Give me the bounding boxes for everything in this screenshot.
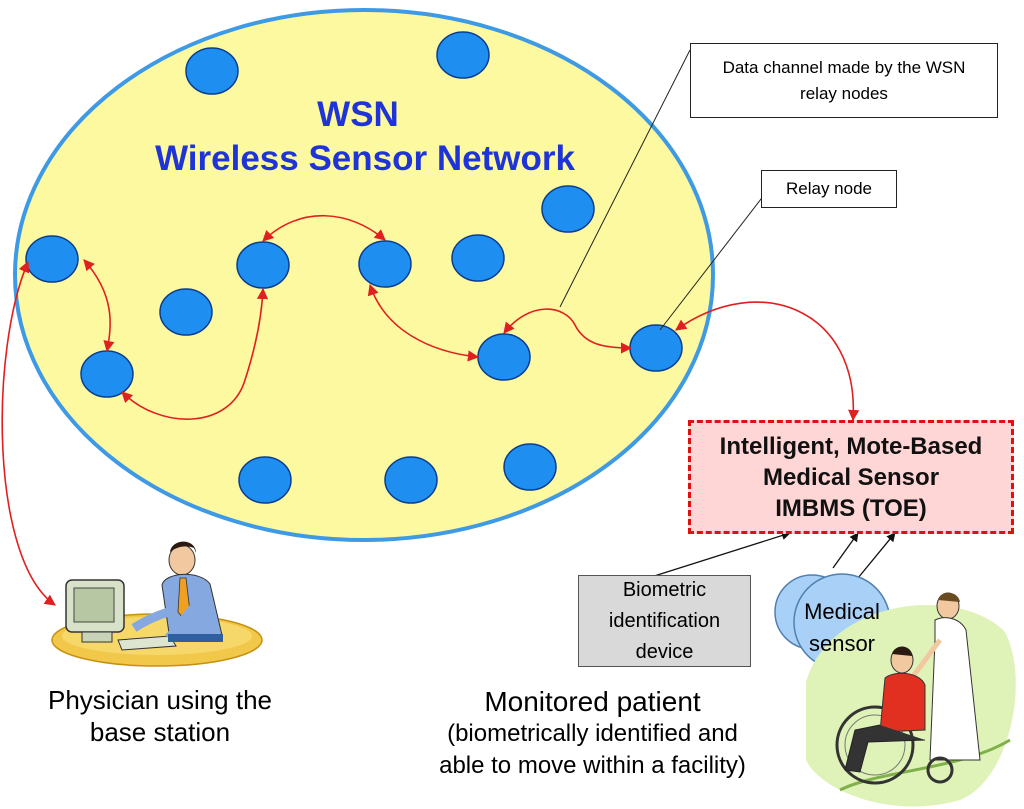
medical-sensor-label: Medical sensor: [782, 596, 902, 660]
imbms-toe-box: Intelligent, Mote-Based Medical Sensor I…: [688, 420, 1014, 534]
base-station-link: [1, 260, 56, 606]
physician-line-1: Physician using the: [47, 685, 273, 715]
toe-line-3: IMBMS (TOE): [775, 494, 927, 522]
network-full-name: Wireless Sensor Network: [155, 139, 575, 178]
relay-node-callout-text: Relay node: [785, 179, 872, 198]
biometric-line-2: identification: [608, 609, 721, 632]
physician-illustration: [51, 541, 263, 667]
data-arrow: [857, 532, 896, 579]
callout-leader: [659, 189, 769, 331]
biometric-line-3: device: [635, 640, 694, 663]
sensor-node: [503, 443, 557, 491]
sensor-node: [358, 240, 412, 288]
toe-line-2: Medical Sensor: [762, 463, 940, 491]
sensor-node: [80, 350, 134, 398]
relay-node: [629, 324, 683, 372]
sensor-node: [451, 234, 505, 282]
data-arrow: [832, 532, 859, 569]
sensor-node: [236, 241, 290, 289]
patient-illustration: [806, 592, 1016, 807]
data-channel-callout-text: Data channel made by the WSN relay nodes: [722, 57, 966, 103]
relay-node-callout: Relay node: [761, 170, 897, 208]
patient-line-1: Monitored patient: [484, 686, 701, 717]
sensor-node: [185, 47, 239, 95]
relay-link: [121, 287, 269, 420]
relay-link: [367, 283, 480, 362]
sensor-node: [25, 235, 79, 283]
physician-caption: Physician using the base station: [10, 684, 310, 748]
sensor-node: [159, 288, 213, 336]
relay-link: [675, 301, 860, 422]
patient-caption: Monitored patient (biometrically identif…: [405, 686, 780, 782]
toe-line-1: Intelligent, Mote-Based: [719, 432, 983, 460]
relay-link: [503, 308, 633, 354]
data-arrow: [647, 531, 791, 579]
network-acronym: WSN: [317, 95, 399, 134]
sensor-node: [384, 456, 438, 504]
sensor-node: [238, 456, 292, 504]
patient-line-2: (biometrically identified and: [447, 720, 738, 747]
medical-sensor-line-2: sensor: [808, 631, 876, 656]
sensor-node: [541, 185, 595, 233]
data-channel-callout: Data channel made by the WSN relay nodes: [690, 43, 998, 118]
sensor-node: [436, 31, 490, 79]
relay-link: [262, 214, 386, 242]
sensor-node: [477, 333, 531, 381]
physician-line-2: base station: [89, 717, 231, 747]
callout-leader: [559, 49, 691, 308]
relay-link: [83, 259, 115, 353]
biometric-line-1: Biometric: [622, 578, 707, 601]
patient-line-3: able to move within a facility): [439, 752, 746, 779]
medical-sensor-line-1: Medical: [804, 599, 880, 624]
biometric-device-box: Biometric identification device: [578, 575, 751, 667]
